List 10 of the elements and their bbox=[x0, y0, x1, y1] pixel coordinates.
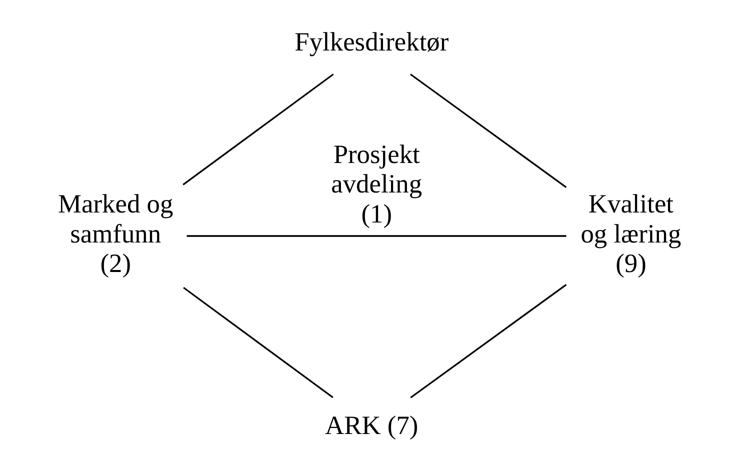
connector bbox=[409, 74, 566, 188]
node-text: Marked og samfunn (2) bbox=[58, 188, 173, 278]
connector bbox=[182, 74, 334, 186]
node-text: Fylkesdirektør bbox=[294, 26, 448, 57]
connector bbox=[182, 286, 333, 398]
connector bbox=[186, 235, 566, 237]
node-text: Kvalitet og læring (9) bbox=[580, 188, 681, 278]
node-text: ARK (7) bbox=[324, 410, 418, 440]
edge-label: Prosjekt avdeling (1) bbox=[330, 138, 422, 228]
connector bbox=[410, 284, 566, 398]
